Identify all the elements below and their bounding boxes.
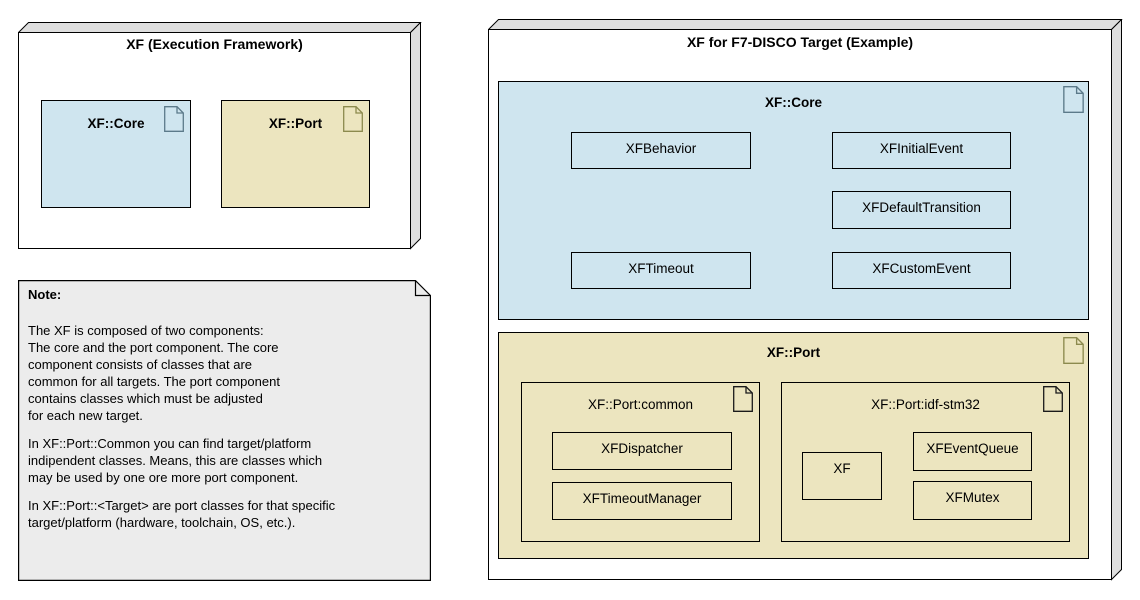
component-xf-port: XF::Port <box>221 100 370 208</box>
class-xfbehavior: XFBehavior <box>571 132 751 169</box>
class-xfcustomevent: XFCustomEvent <box>832 252 1011 289</box>
note-icon <box>343 106 363 132</box>
xf-framework-node: XF (Execution Framework) XF::Core XF::Po… <box>18 22 422 250</box>
note-icon <box>164 106 184 132</box>
package-xf-port: XF::Port XF::Port:common XFDispatcher XF… <box>498 332 1089 559</box>
note-icon <box>733 386 753 412</box>
xf-target-node: XF for F7-DISCO Target (Example) XF::Cor… <box>488 19 1123 581</box>
class-xftimeout: XFTimeout <box>571 252 751 289</box>
class-xfeventqueue: XFEventQueue <box>913 432 1032 471</box>
note-callout: Note: The XF is composed of two componen… <box>18 280 431 581</box>
left-node-title: XF (Execution Framework) <box>126 36 303 52</box>
class-xfmutex: XFMutex <box>913 481 1032 520</box>
subpackage-title: XF::Port:idf-stm32 <box>871 397 980 412</box>
note-shape <box>18 280 431 581</box>
note-icon <box>1043 386 1063 412</box>
note-text: Note: The XF is composed of two componen… <box>28 286 413 542</box>
note-icon <box>1063 86 1084 113</box>
package-title: XF::Port <box>766 345 821 360</box>
note-paragraph: In XF::Port::<Target> are port classes f… <box>28 498 336 530</box>
class-xftimeoutmanager: XFTimeoutManager <box>552 482 732 520</box>
note-heading: Note: <box>28 287 62 302</box>
class-xfinitialevent: XFInitialEvent <box>832 132 1011 169</box>
component-xf-core: XF::Core <box>41 100 191 208</box>
right-node-title: XF for F7-DISCO Target (Example) <box>686 34 914 50</box>
note-paragraph: The XF is composed of two components: Th… <box>28 323 280 423</box>
class-xf: XF <box>802 452 882 500</box>
note-icon <box>1063 337 1084 364</box>
component-label: XF::Port <box>268 116 323 131</box>
component-label: XF::Core <box>87 116 145 131</box>
class-xfdefaulttransition: XFDefaultTransition <box>832 191 1011 229</box>
class-xfdispatcher: XFDispatcher <box>552 432 732 470</box>
package-xf-core: XF::Core XFBehavior XFInitialEvent XFDef… <box>498 81 1089 320</box>
subpackage-xf-port-common: XF::Port:common XFDispatcher XFTimeoutMa… <box>521 382 760 542</box>
subpackage-xf-port-idf-stm32: XF::Port:idf-stm32 XF XFEventQueue XFMut… <box>781 382 1070 542</box>
subpackage-title: XF::Port:common <box>587 397 694 412</box>
note-paragraph: In XF::Port::Common you can find target/… <box>28 436 323 485</box>
package-title: XF::Core <box>765 95 822 110</box>
